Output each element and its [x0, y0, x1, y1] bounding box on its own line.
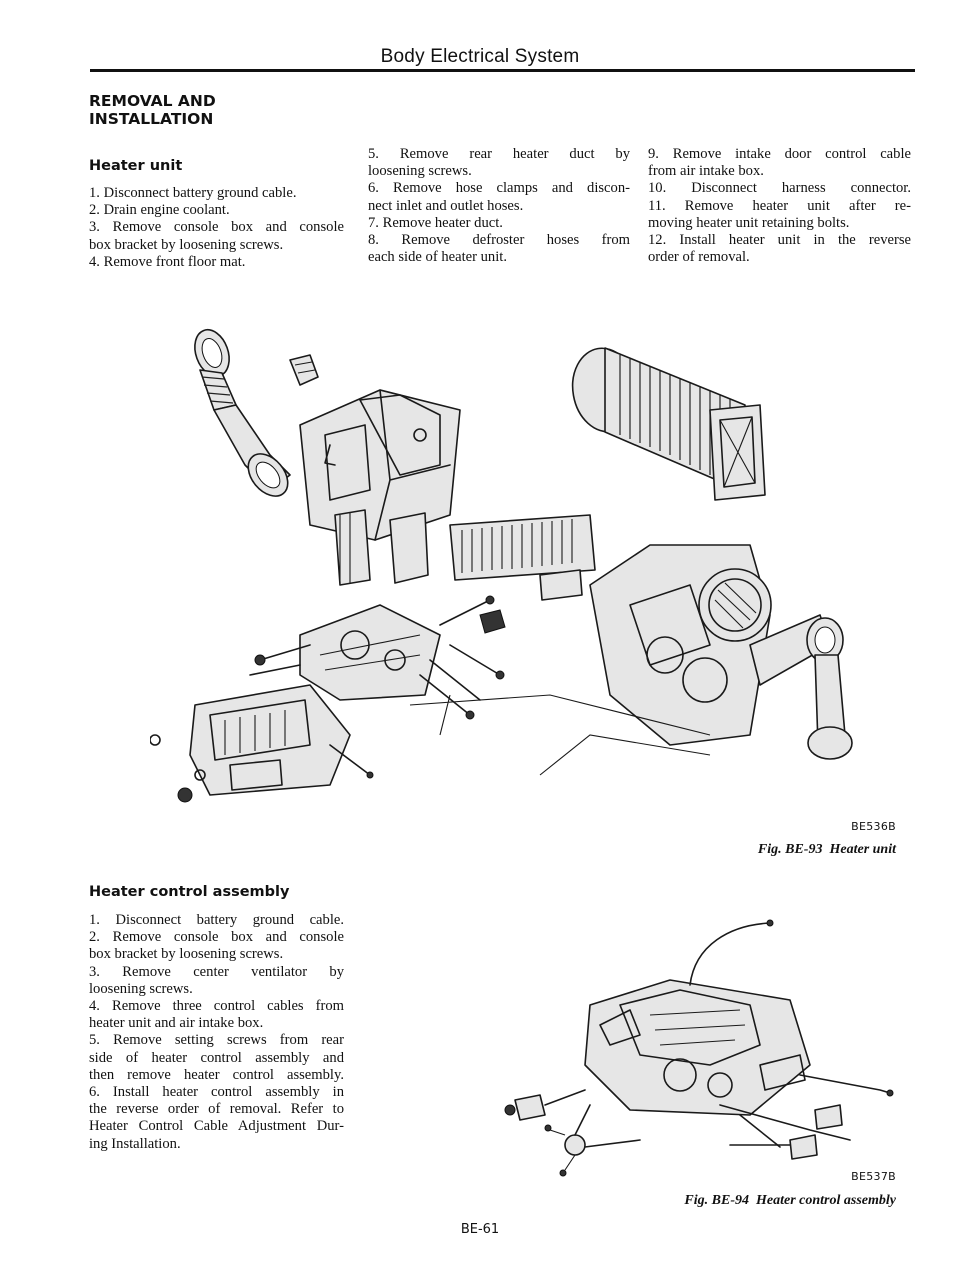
bracket-part — [289, 354, 319, 386]
figure-94-number: Fig. BE-94 — [684, 1193, 749, 1208]
step-line: ing Installation. — [89, 1135, 181, 1152]
heater-unit-heading: Heater unit — [89, 158, 183, 174]
left-defroster-hose — [194, 328, 291, 497]
step-line: 5. Remove setting screws from rear — [89, 1032, 344, 1049]
heater-control-steps: 1. Disconnect battery ground cable.2. Re… — [89, 912, 344, 1153]
figure-93-title: Heater unit — [829, 842, 896, 857]
heater-control-illustration — [504, 919, 894, 1177]
rear-heater-duct — [571, 347, 766, 501]
step-line: side of heater control assembly and — [89, 1049, 344, 1066]
heater-core — [449, 514, 596, 601]
heater-unit-exploded-illustration — [150, 328, 853, 803]
leader-lines — [409, 694, 711, 776]
step-line: loosening screws. — [368, 163, 472, 180]
step-line: moving heater unit retaining bolts. — [648, 214, 850, 231]
clip-part — [177, 787, 193, 803]
figure-94-code: BE537B — [851, 1170, 896, 1183]
section-title: REMOVAL AND INSTALLATION — [89, 92, 216, 128]
screw-part — [194, 769, 206, 781]
step-line: box bracket by loosening screws. — [89, 946, 284, 963]
step-line: 8. Remove defroster hoses from — [368, 232, 630, 249]
step-line: 11. Remove heater unit after re- — [648, 197, 911, 214]
step-line: 6. Remove hose clamps and discon- — [368, 180, 630, 197]
step-line: loosening screws. — [89, 980, 193, 997]
step-line: 3. Remove center ventilator by — [89, 963, 344, 980]
step-line: from air intake box. — [648, 163, 764, 180]
step-line: nect inlet and outlet hoses. — [368, 197, 524, 214]
step-line: 12. Install heater unit in the reverse — [648, 232, 911, 249]
step-line: box bracket by loosening screws. — [89, 236, 284, 253]
page-number: BE-61 — [460, 1222, 500, 1237]
control-panel-frame — [584, 979, 811, 1116]
screw-part — [150, 734, 161, 746]
section-title-line-2: INSTALLATION — [89, 110, 214, 128]
step-line: 2. Drain engine coolant. — [89, 202, 230, 219]
right-defroster-hose — [806, 617, 853, 760]
heater-control-heading: Heater control assembly — [89, 884, 290, 900]
figure-93-code: BE536B — [851, 820, 896, 833]
step-line: 6. Install heater control assembly in — [89, 1084, 344, 1101]
step-line: Heater Control Cable Adjustment Dur- — [89, 1118, 344, 1135]
step-line: the reverse order of removal. Refer to — [89, 1101, 344, 1118]
figure-94-title: Heater control assembly — [756, 1193, 896, 1208]
step-line: 5. Remove rear heater duct by — [368, 146, 630, 162]
step-line: each side of heater unit. — [368, 249, 507, 266]
figure-93-number: Fig. BE-93 — [757, 842, 823, 857]
step-line: heater unit and air intake box. — [89, 1015, 264, 1032]
step-line: 4. Remove three control cables from — [89, 998, 344, 1015]
step-line: 10. Disconnect harness connector. — [648, 180, 911, 197]
figure-93-caption: Fig. BE-93 Heater unit — [758, 842, 896, 858]
clip-part — [324, 444, 336, 466]
switch-and-bulb — [504, 1089, 641, 1177]
center-ventilator — [189, 684, 374, 796]
step-line: 3. Remove console box and console — [89, 219, 344, 236]
figure-94-caption: Fig. BE-94 Heater control assembly — [684, 1193, 896, 1209]
step-line: 4. Remove front floor mat. — [89, 253, 246, 270]
heater-case-assembly — [299, 389, 461, 586]
step-line: 7. Remove heater duct. — [368, 214, 503, 231]
header-rule — [90, 69, 915, 72]
control-assembly-sub — [249, 595, 506, 720]
step-line: 9. Remove intake door control cable — [648, 146, 911, 162]
step-line: then remove heater control assembly. — [89, 1066, 344, 1083]
air-intake-box — [589, 544, 831, 746]
section-title-line-1: REMOVAL AND — [89, 92, 216, 110]
step-line: 1. Disconnect battery ground cable. — [89, 912, 344, 928]
control-cables — [689, 919, 894, 1148]
heater-unit-steps-col1: 1. Disconnect battery ground cable.2. Dr… — [89, 185, 344, 271]
step-line: order of removal. — [648, 249, 750, 266]
running-header: Body Electrical System — [380, 46, 580, 67]
harness-connector — [729, 1104, 843, 1160]
step-line: 2. Remove console box and console — [89, 929, 344, 946]
step-line: 1. Disconnect battery ground cable. — [89, 185, 297, 201]
